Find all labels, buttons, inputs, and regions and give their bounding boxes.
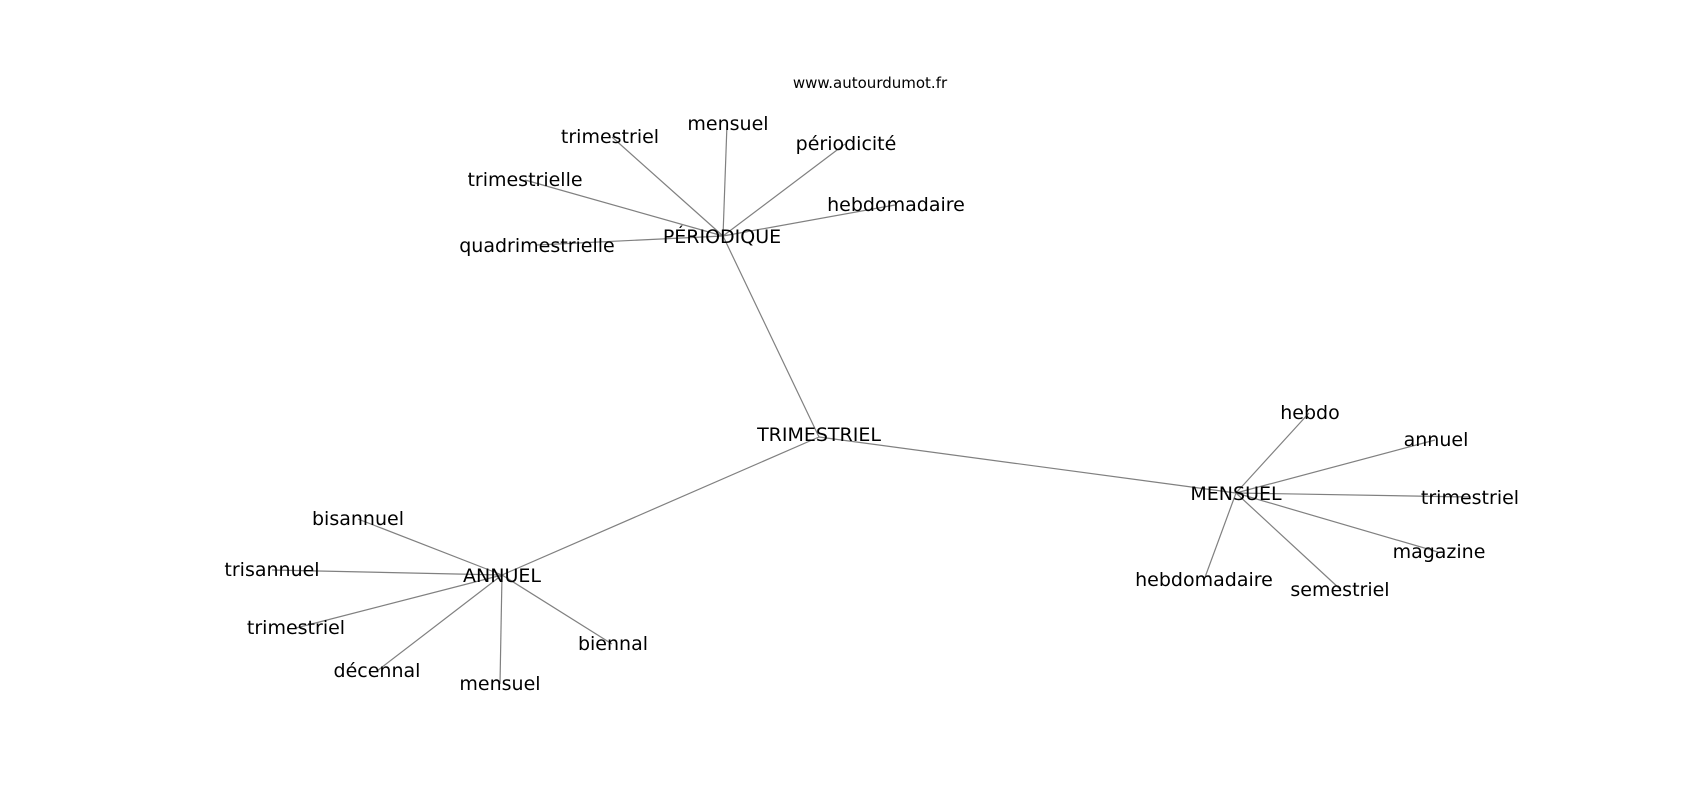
node-leaf: périodicité xyxy=(796,133,897,155)
node-leaf: trimestriel xyxy=(1421,487,1519,509)
node-leaf: magazine xyxy=(1393,541,1486,563)
node-leaf: mensuel xyxy=(687,113,768,135)
node-leaf: décennal xyxy=(334,660,421,682)
node-hub-periodique: PÉRIODIQUE xyxy=(663,225,781,248)
node-leaf: trimestriel xyxy=(561,126,659,148)
edge-annuel-bisannuel xyxy=(357,518,503,576)
edge-mensuel-trimestriel xyxy=(1235,492,1471,498)
site-credit: www.autourdumot.fr xyxy=(793,74,948,92)
edge-mensuel-semestriel xyxy=(1235,492,1341,590)
edge-annuel-mensuel xyxy=(499,574,503,685)
node-leaf: trimestrielle xyxy=(467,169,582,191)
edge-periodique-periodicite xyxy=(722,143,846,237)
edge-center-mensuel xyxy=(818,436,1237,494)
edge-annuel-decennal xyxy=(376,574,503,672)
node-center: TRIMESTRIEL xyxy=(756,424,881,446)
node-leaf: mensuel xyxy=(459,673,540,695)
node-leaf: biennal xyxy=(578,633,648,655)
edge-mensuel-hebdo xyxy=(1235,412,1310,494)
edge-periodique-mensuel xyxy=(722,123,728,237)
edge-mensuel-annuel xyxy=(1235,439,1436,494)
node-hub-annuel: ANNUEL xyxy=(463,565,541,587)
edge-annuel-trisannuel xyxy=(271,569,503,576)
node-leaf: bisannuel xyxy=(312,508,404,530)
node-leaf: semestriel xyxy=(1290,579,1389,601)
node-leaf: trisannuel xyxy=(224,559,319,581)
node-leaf: quadrimestrielle xyxy=(459,235,614,257)
node-leaf: trimestriel xyxy=(247,617,345,639)
edge-annuel-biennal xyxy=(501,574,613,645)
edge-periodique-trimestriel xyxy=(611,136,724,237)
node-leaf: hebdomadaire xyxy=(1135,569,1273,591)
edge-mensuel-hebdomadaire xyxy=(1203,492,1237,581)
node-leaf: hebdo xyxy=(1280,402,1339,424)
edge-center-annuel xyxy=(501,436,820,576)
edge-periodique-hebdomadaire xyxy=(722,204,896,237)
node-hub-mensuel: MENSUEL xyxy=(1190,483,1282,505)
edge-mensuel-magazine xyxy=(1235,492,1439,553)
edge-center-periodique xyxy=(722,235,820,438)
edge-periodique-trimestrielle xyxy=(524,179,724,237)
node-leaf: annuel xyxy=(1404,429,1469,451)
edge-annuel-trimestriel xyxy=(295,574,503,629)
edge-periodique-quadrimestrielle xyxy=(536,235,724,246)
node-leaf: hebdomadaire xyxy=(827,194,965,216)
